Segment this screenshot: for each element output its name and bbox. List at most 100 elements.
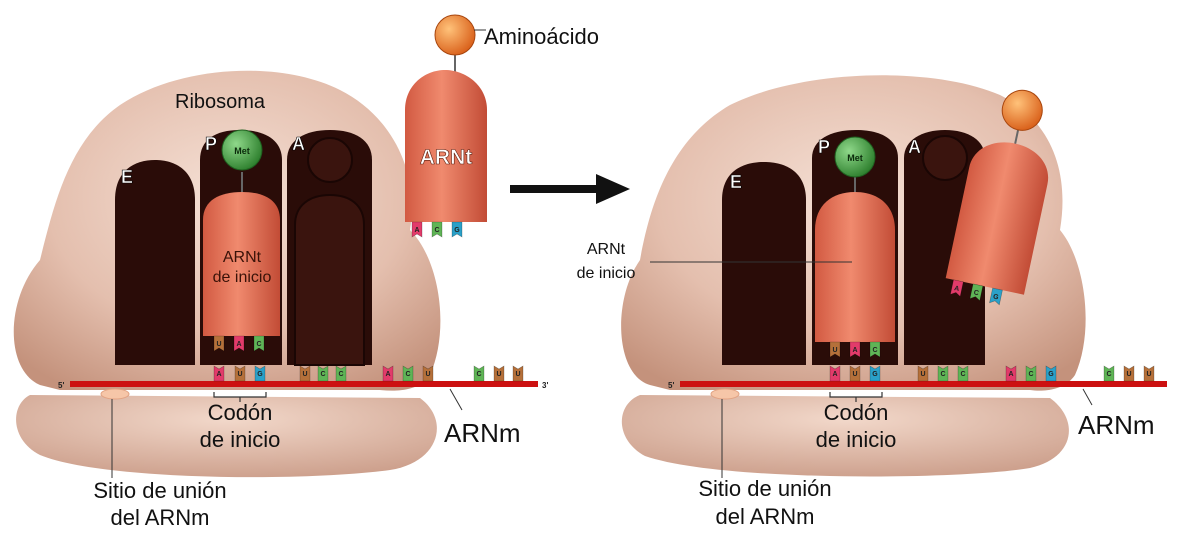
left-mrna-nucleotide-label: C [338,371,343,378]
left-anticodon-nucleotide-label: C [256,341,261,348]
left-mrna-nucleotide-label: U [425,371,430,378]
left-mrna-nucleotide-label: U [237,371,242,378]
right-site-a-label: A [908,137,921,157]
left-incoming-anticodon-nucleotide-label: G [454,227,460,234]
right-mrna-nucleotide: C [937,365,949,382]
left-mrna-nucleotide-label: C [405,371,410,378]
right-mrna-nucleotide: A [1005,365,1017,382]
left-codon-label-2: de inicio [200,427,281,452]
left-ribosome-label: Ribosoma [175,91,266,113]
right-mrna-nucleotide-label: U [920,371,925,378]
right-mrna-nucleotide-label: G [872,371,878,378]
left-mrna-nucleotide-label: C [320,371,325,378]
right-mrna-label: ARNm [1078,410,1155,440]
right-amino-acid [1001,89,1043,131]
right-initiator-trna-label-1: ARNt [587,241,626,258]
right-mrna-nucleotide-label: A [832,371,837,378]
left-incoming-anticodon-nucleotide-label: C [434,227,439,234]
right-mrna-nucleotide-label: A [1008,371,1013,378]
left-incoming-anticodon-nucleotide-label: A [414,227,419,234]
transition-arrow [510,174,630,204]
left-mrna-nucleotide: U [512,365,524,382]
right-site-e-label: E [730,172,742,192]
right-codon-label-1: Codón [824,400,889,425]
left-site-p-label: P [205,134,217,154]
right-incoming-anticodon-nucleotide: C [969,283,984,302]
right-incoming-trna [945,142,1049,295]
right-mrna-nucleotide: G [1045,365,1057,382]
left-mrna-nucleotide: C [317,365,329,382]
left-mrna-nucleotide: A [213,365,225,382]
right-initiator-trna [815,192,895,342]
left-3-prime: 3' [542,381,548,390]
right-initiator-trna-label-2: de inicio [577,265,636,282]
right-5-prime: 5' [668,381,674,390]
left-mrna-nucleotide: U [234,365,246,382]
left-mrna-nucleotide: C [335,365,347,382]
right-anticodon-nucleotide-label: U [832,347,837,354]
left-anticodon-nucleotide: A [233,335,245,352]
left-mrna-nucleotide: C [402,365,414,382]
left-anticodon-nucleotide: U [213,335,225,352]
right-site-e [722,162,806,365]
right-mrna-nucleotide-label: U [852,371,857,378]
right-mrna-nucleotide: U [849,365,861,382]
right-codon-label-2: de inicio [816,427,897,452]
right-incoming-anticodon: ACG [949,279,1003,306]
right-binding-site [710,388,740,400]
left-mrna-strand [70,381,538,387]
left-incoming-anticodon-nucleotide: G [451,221,463,238]
left-anticodon-nucleotide-label: A [236,341,241,348]
right-anticodon-nucleotide-label: A [852,347,857,354]
left-site-e [115,160,195,365]
left-binding-label-2: del ARNm [110,505,209,530]
left-amino-acid-label: Aminoácido [484,24,599,49]
left-incoming-trna [405,70,487,222]
left-small-subunit [16,395,437,478]
left-amino-acid [434,14,476,56]
right-mrna-nucleotide-label: U [1146,371,1151,378]
right-binding-label-1: Sitio de unión [698,476,831,501]
right-binding-label-2: del ARNm [715,504,814,529]
left-codon-bracket [213,392,267,402]
left-mrna-nucleotide-label: A [385,371,390,378]
left-binding-site [100,388,130,400]
right-mrna-nucleotide-label: U [1126,371,1131,378]
right-incoming-trna-group: ACG [945,89,1049,306]
left-mrna-nucleotide-label: U [496,371,501,378]
right-mrna-nucleotide: U [917,365,929,382]
right-site-p-label: P [818,137,830,157]
right-mrna-nucleotide: C [957,365,969,382]
right-mrna-nucleotide: C [1103,365,1115,382]
left-mrna-label: ARNm [444,418,521,448]
right-mrna-nucleotide-label: C [960,371,965,378]
left-mrna-nucleotide: U [299,365,311,382]
right-incoming-anticodon-nucleotide-label: C [973,289,979,297]
right-small-subunit [621,395,1069,477]
left-mrna-nucleotide-label: C [476,371,481,378]
right-anticodon-nucleotide: U [829,341,841,358]
left-mrna-nucleotide: U [422,365,434,382]
right-anticodon-nucleotide: C [869,341,881,358]
left-mrna-nucleotide-label: G [257,371,263,378]
right-met [834,136,876,178]
right-mrna-strand [680,381,1167,387]
left-initiator-trna-label-1: ARNt [223,249,262,266]
right-anticodon-nucleotide: A [849,341,861,358]
right-mrna-nucleotide-label: G [1048,371,1054,378]
left-mrna-nucleotide: A [382,365,394,382]
left-5-prime: 5' [58,381,64,390]
left-anticodon-nucleotide-label: U [216,341,221,348]
left-mrna-nucleotide-label: U [515,371,520,378]
right-mrna-nucleotide: G [869,365,881,382]
left-mrna-nucleotide: U [493,365,505,382]
right-incoming-anticodon-nucleotide-label: G [992,293,999,301]
right-codon-bracket [829,392,883,402]
left-site-a-label: A [292,134,305,154]
right-incoming-anticodon-nucleotide: G [989,287,1003,306]
